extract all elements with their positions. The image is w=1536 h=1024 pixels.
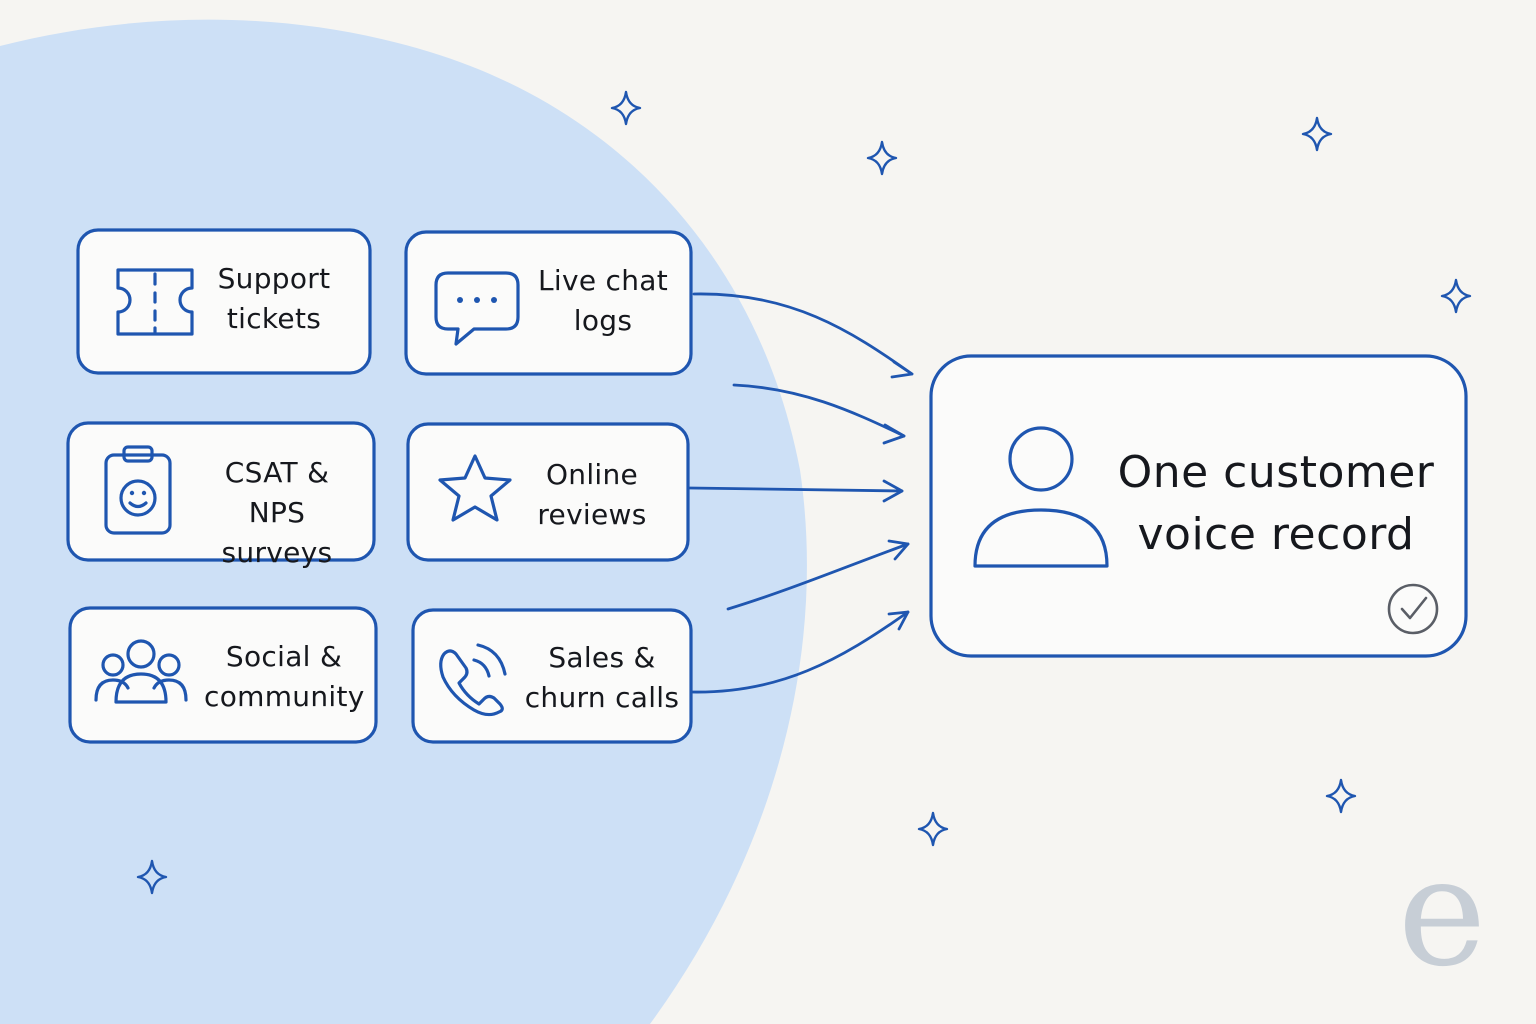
source-box-sales-churn-calls xyxy=(411,608,693,744)
arrow-middle-lower xyxy=(726,542,910,611)
sparkle-icon xyxy=(866,140,898,176)
arrow-live-chat xyxy=(692,292,914,376)
source-label-support-tickets: Support tickets xyxy=(217,262,331,335)
sparkle-icon xyxy=(1301,116,1333,152)
connector-arrows xyxy=(688,292,914,694)
target-label: One customer voice record xyxy=(1117,447,1435,560)
source-box-live-chat-logs xyxy=(404,230,693,376)
source-label-live-chat-logs: Live chat logs xyxy=(537,264,669,337)
phone-icon xyxy=(439,643,507,717)
source-box-support-tickets xyxy=(76,228,372,375)
person-icon xyxy=(973,426,1109,568)
chat-bubble-icon xyxy=(434,271,520,346)
source-box-csat-nps-surveys xyxy=(66,421,376,562)
source-label-csat-nps-surveys: CSAT & NPS surveys xyxy=(221,456,333,569)
arrow-online-reviews xyxy=(688,486,904,493)
sparkle-icon xyxy=(1440,278,1472,314)
sparkle-icon xyxy=(917,811,949,847)
source-label-sales-churn-calls: Sales & churn calls xyxy=(524,641,680,714)
source-box-online-reviews xyxy=(406,422,690,562)
source-label-online-reviews: Online reviews xyxy=(537,458,647,531)
people-group-icon xyxy=(94,639,188,704)
ticket-icon xyxy=(116,268,194,336)
source-label-social-community: Social & community xyxy=(204,640,365,713)
arrow-middle-upper xyxy=(732,383,906,438)
star-icon xyxy=(438,454,512,522)
check-circle-icon xyxy=(1387,583,1439,635)
arrow-sales-calls xyxy=(688,610,910,694)
watermark-logo: e xyxy=(1397,826,1487,1000)
sparkle-icon xyxy=(610,90,642,126)
sparkles xyxy=(136,90,1472,895)
sparkle-icon xyxy=(136,859,168,895)
sparkle-icon xyxy=(1325,778,1357,814)
target-box xyxy=(929,354,1468,658)
clipboard-smile-icon xyxy=(104,445,172,535)
